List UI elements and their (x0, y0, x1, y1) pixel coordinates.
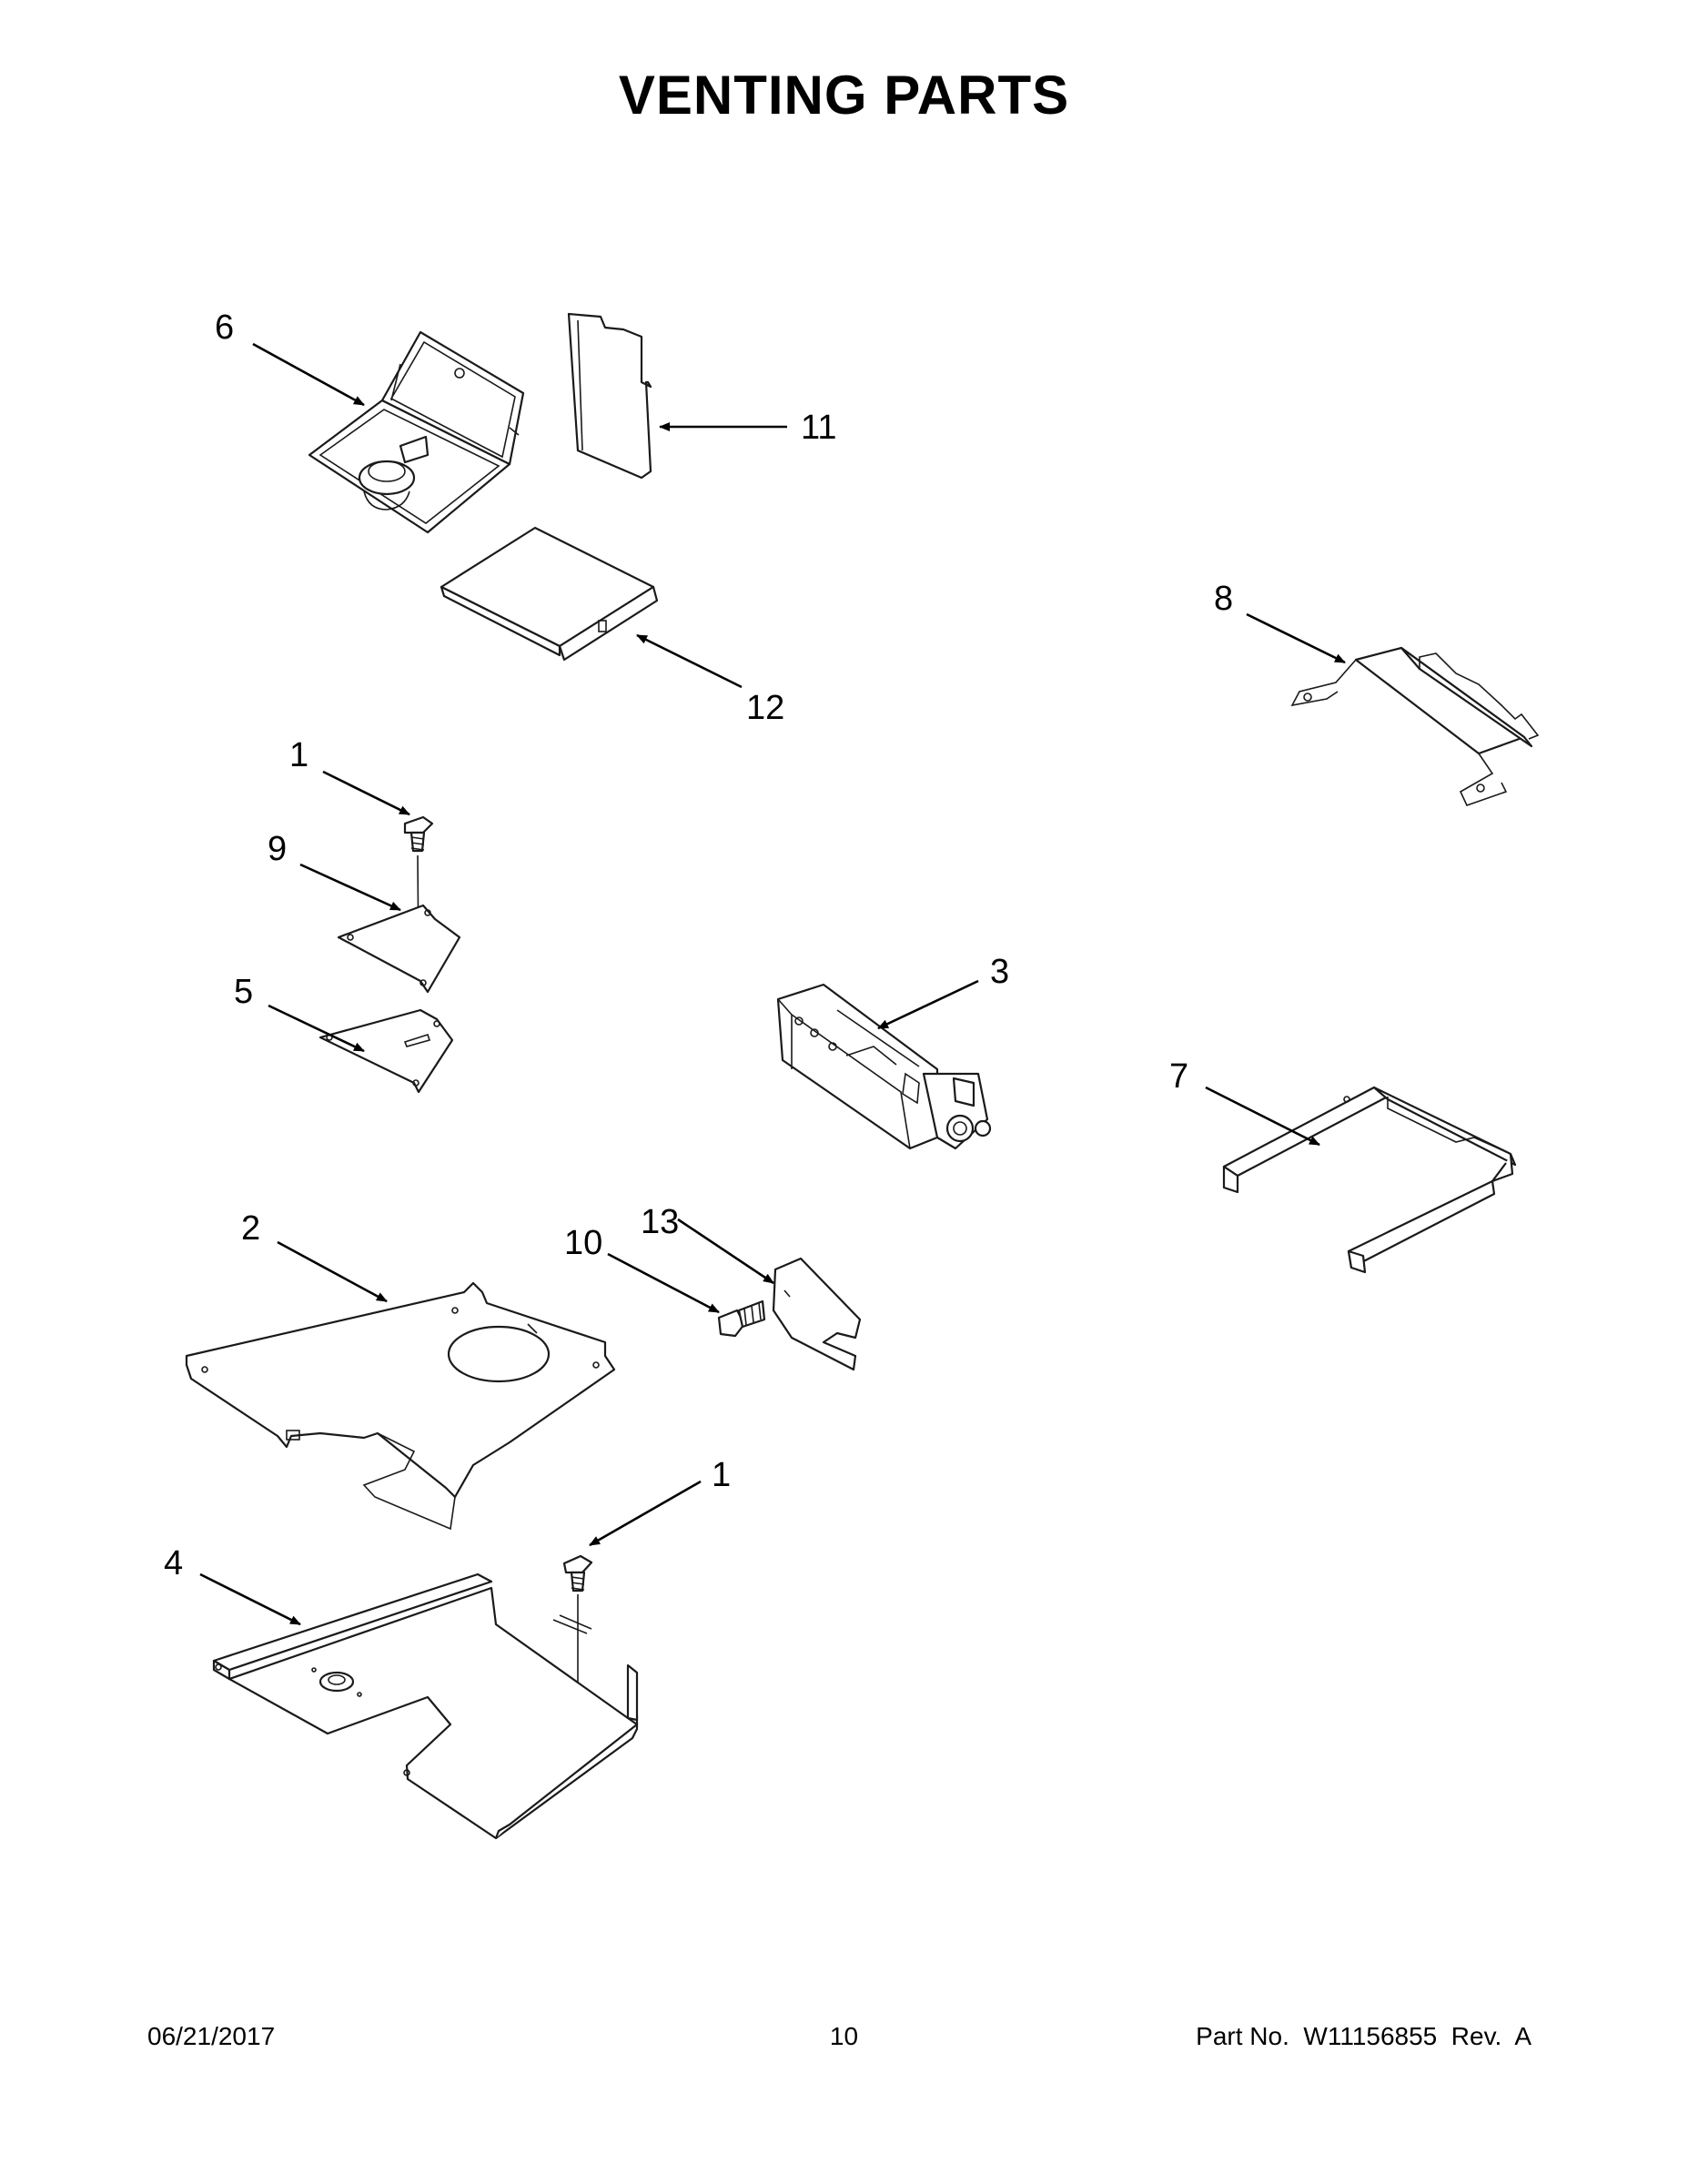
part-5-plate (318, 1008, 454, 1094)
callout-11: 11 (801, 409, 836, 447)
footer-date: 06/21/2017 (147, 2022, 276, 2050)
leader-10 (607, 1252, 720, 1314)
callout-3: 3 (990, 953, 1009, 991)
callout-5: 5 (234, 973, 253, 1011)
callout-numbers: 6 11 12 8 1 9 5 3 7 2 13 10 1 4 (164, 308, 1233, 1582)
part-11-panel (567, 312, 652, 480)
leader-6 (252, 342, 365, 407)
leader-4 (199, 1572, 301, 1626)
leader-13 (677, 1218, 774, 1285)
callout-9: 9 (268, 830, 287, 868)
part-7-frame (1222, 1086, 1517, 1274)
part-8-bracket (1290, 646, 1540, 806)
part-2-base-plate (185, 1281, 616, 1531)
leader-1-lower (589, 1480, 702, 1547)
part-9-plate (337, 904, 461, 994)
callout-7: 7 (1169, 1057, 1188, 1096)
callout-10: 10 (564, 1224, 602, 1262)
leader-arrows (199, 342, 1346, 1626)
part-6-vent-housing (308, 330, 525, 534)
callout-2: 2 (241, 1209, 260, 1248)
leader-3 (877, 979, 979, 1030)
callout-1-upper: 1 (289, 736, 308, 774)
leader-2 (277, 1240, 388, 1303)
leader-8 (1246, 612, 1346, 664)
callout-13: 13 (641, 1203, 679, 1241)
leader-5 (268, 1004, 365, 1053)
part-4-base-panel (212, 1572, 639, 1840)
callout-6: 6 (215, 308, 234, 347)
callout-4: 4 (164, 1544, 183, 1582)
callout-8: 8 (1214, 580, 1233, 618)
footer-page-number: 10 (829, 2022, 859, 2050)
leader-12 (636, 633, 743, 689)
part-3-actuator (776, 983, 992, 1150)
part-12-tray (440, 526, 659, 662)
part-13-plate (772, 1257, 862, 1371)
callout-12: 12 (746, 689, 784, 727)
footer-part-number: Part No. W11156855 Rev. A (1196, 2022, 1531, 2050)
part-10-screw (717, 1299, 766, 1338)
leader-7 (1205, 1086, 1320, 1147)
callout-1-lower: 1 (712, 1456, 731, 1494)
leader-1-upper (322, 770, 410, 816)
leader-9 (299, 863, 401, 912)
page-title: VENTING PARTS (618, 65, 1070, 126)
